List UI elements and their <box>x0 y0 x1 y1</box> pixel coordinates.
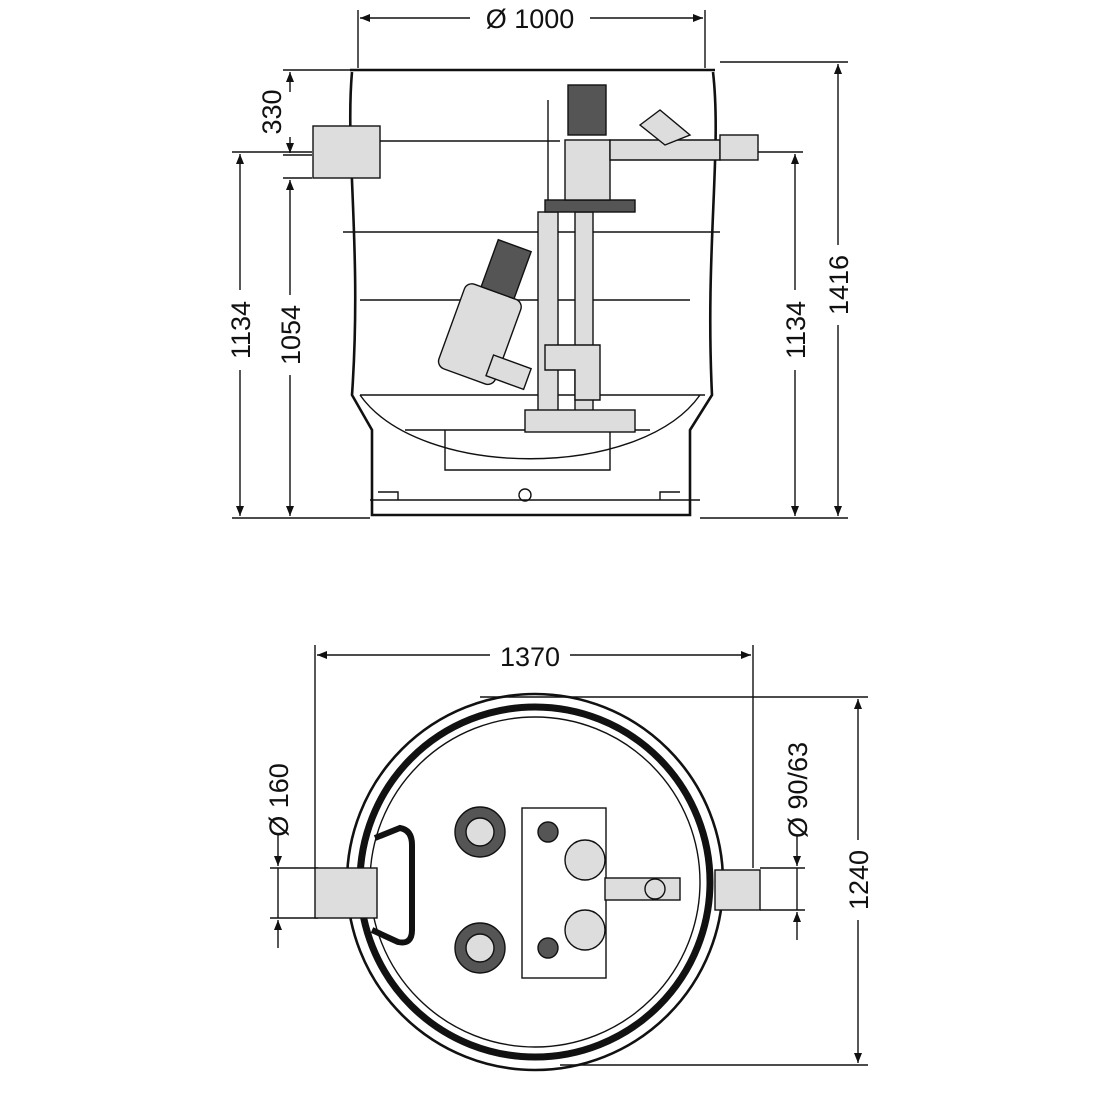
label-height-left-outer: 1134 <box>226 301 256 359</box>
label-diameter-top: Ø 1000 <box>486 4 575 34</box>
side-view: Ø 1000 330 1134 1054 1134 1416 <box>226 4 854 519</box>
label-height-right: 1134 <box>781 301 811 359</box>
top-view: 1370 Ø 160 Ø 90/63 1240 <box>264 640 874 1072</box>
pump-assembly-side <box>437 84 759 433</box>
label-inlet-diameter: Ø 160 <box>264 763 294 837</box>
label-depth: 1240 <box>844 850 874 910</box>
label-inlet-height: 330 <box>257 89 287 134</box>
tank-side <box>312 68 720 517</box>
label-height-left-inner: 1054 <box>276 305 306 365</box>
label-outlet-diameter: Ø 90/63 <box>783 742 813 838</box>
label-width: 1370 <box>500 642 560 672</box>
tank-top <box>314 692 761 1072</box>
label-total-height: 1416 <box>824 255 854 315</box>
